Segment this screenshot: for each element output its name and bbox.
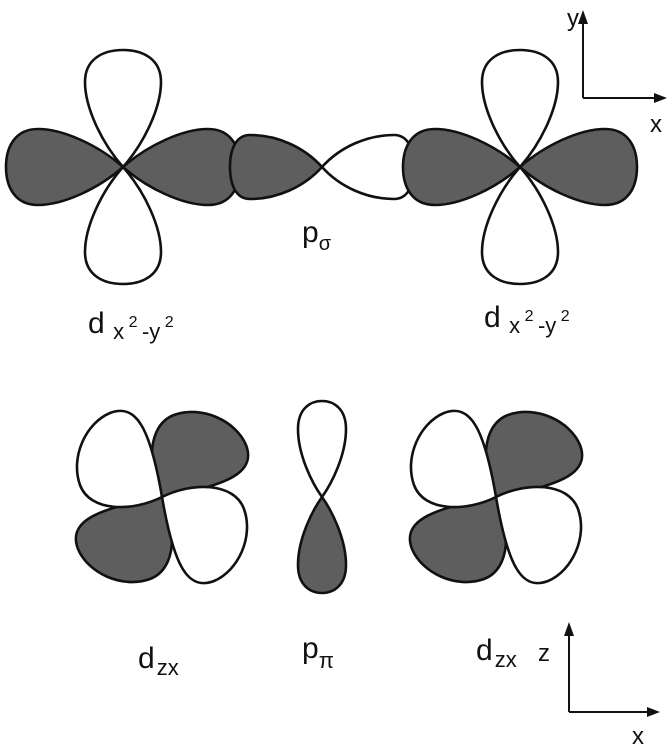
p-pi-orbital	[296, 399, 348, 595]
axes-zx: z x	[538, 622, 660, 747]
label-dx2y2-right: d x 2 -y 2	[484, 301, 570, 338]
label-p-sigma: pσ	[302, 216, 332, 255]
lobe-unshaded	[320, 133, 416, 201]
label-p-pi: pπ	[302, 632, 334, 673]
lobe-unshaded-lower-right	[160, 485, 249, 585]
lobe-shaded-upper-right	[484, 410, 584, 499]
lobe-shaded-bottom	[296, 494, 348, 595]
label-dx2y2-left: d x 2 -y 2	[88, 307, 174, 344]
axis-label-x: x	[650, 111, 662, 138]
lobe-shaded	[228, 133, 324, 201]
lobe-shaded-lower-left	[408, 495, 508, 584]
lobe-unshaded-lower-right	[494, 485, 583, 585]
lobe-shaded-lower-left	[74, 495, 174, 584]
p-sigma-orbital	[228, 133, 416, 201]
arrow-up-icon	[564, 622, 574, 636]
arrow-right-icon	[654, 93, 667, 103]
arrow-right-icon	[647, 707, 660, 717]
label-dzx-left: dzx	[138, 642, 179, 680]
axis-label-z: z	[538, 640, 550, 667]
lobe-unshaded-top	[296, 399, 348, 500]
axis-label-x: x	[632, 723, 644, 747]
lobe-unshaded-upper-left	[409, 409, 498, 509]
dx2y2-orbital-right	[401, 48, 639, 286]
dx2y2-orbital-left	[4, 48, 242, 286]
dzx-orbital-left	[74, 409, 250, 585]
dzx-orbital-right	[408, 409, 584, 585]
axis-label-y: y	[567, 5, 579, 32]
axes-xy: y x	[567, 5, 667, 138]
lobe-shaded-upper-right	[150, 410, 250, 499]
lobe-unshaded-upper-left	[75, 409, 164, 509]
label-dzx-right: dzx	[476, 634, 517, 672]
arrow-up-icon	[578, 10, 588, 24]
